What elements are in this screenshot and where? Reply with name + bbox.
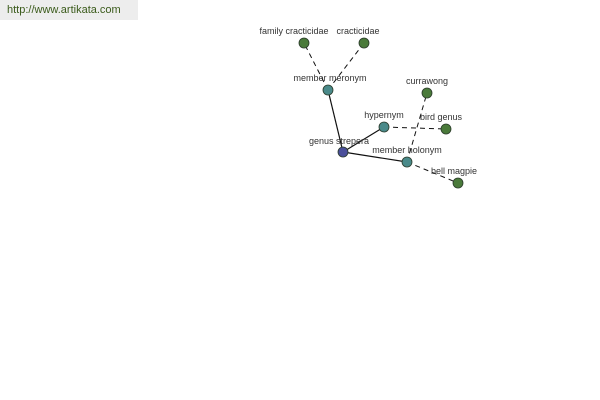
edge-member-meronym-to-cracticidae <box>327 42 365 91</box>
node-hypernym[interactable]: hypernym <box>364 110 404 133</box>
node-cracticidae[interactable]: cracticidae <box>336 26 380 49</box>
node-dot-member-holonym[interactable] <box>401 156 413 168</box>
node-family-cracticidae[interactable]: family cracticidae <box>259 26 329 49</box>
edge-hypernym-to-bird-genus <box>383 126 447 130</box>
node-label-member-holonym: member holonym <box>372 145 442 155</box>
node-bell-magpie[interactable]: bell magpie <box>431 166 477 189</box>
node-dot-bell-magpie[interactable] <box>452 177 464 189</box>
node-dot-currawong[interactable] <box>421 87 433 99</box>
edge-genus-to-member-holonym <box>342 151 408 163</box>
node-label-cracticidae: cracticidae <box>336 26 379 36</box>
node-label-bell-magpie: bell magpie <box>431 166 477 176</box>
node-label-hypernym: hypernym <box>364 110 404 120</box>
node-label-family-cracticidae: family cracticidae <box>259 26 328 36</box>
node-label-genus: genus strepera <box>309 136 369 146</box>
node-dot-cracticidae[interactable] <box>358 37 370 49</box>
edge-genus-to-hypernym <box>342 126 385 153</box>
node-bird-genus[interactable]: bird genus <box>420 112 463 135</box>
site-url-banner[interactable]: http://www.artikata.com <box>0 0 138 20</box>
node-dot-family-cracticidae[interactable] <box>298 37 310 49</box>
node-dot-hypernym[interactable] <box>378 121 390 133</box>
node-label-bird-genus: bird genus <box>420 112 463 122</box>
node-member-holonym[interactable]: member holonym <box>372 145 442 168</box>
site-url-text: http://www.artikata.com <box>7 4 121 16</box>
node-member-meronym[interactable]: member meronym <box>293 73 367 96</box>
node-label-currawong: currawong <box>406 76 448 86</box>
edge-genus-to-member-meronym <box>327 89 344 153</box>
node-currawong[interactable]: currawong <box>406 76 448 99</box>
node-label-member-meronym: member meronym <box>293 73 366 83</box>
graph-nodes: genus strepera member meronym hypernym memb… <box>259 26 477 189</box>
node-dot-member-meronym[interactable] <box>322 84 334 96</box>
edge-member-holonym-to-bell-magpie <box>406 161 459 184</box>
edge-member-holonym-to-currawong <box>406 92 428 163</box>
node-genus[interactable]: genus strepera <box>309 136 369 158</box>
node-dot-genus[interactable] <box>337 146 349 158</box>
graph-edges <box>303 42 459 184</box>
node-dot-bird-genus[interactable] <box>440 123 452 135</box>
